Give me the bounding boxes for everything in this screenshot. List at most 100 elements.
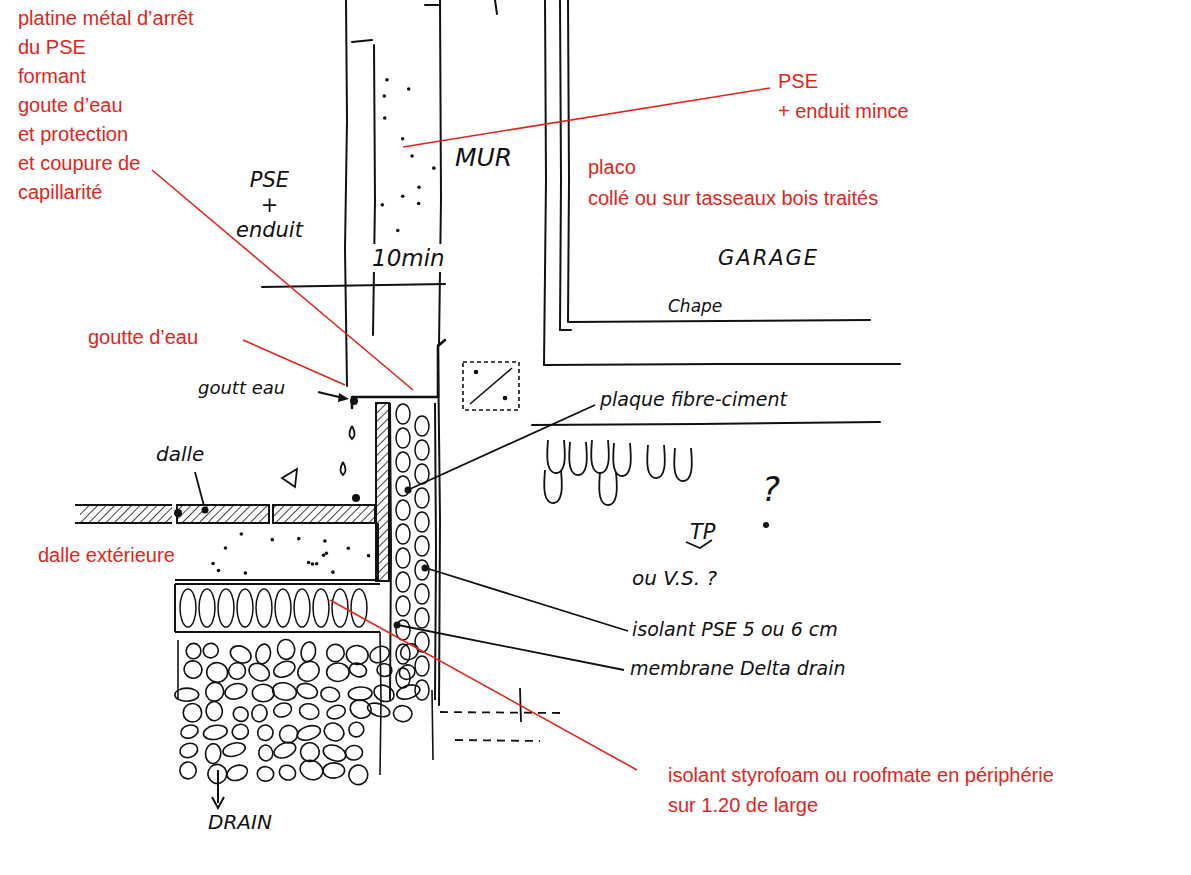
concrete-dot: [297, 537, 301, 541]
water-drops: [282, 426, 355, 487]
garage-subgrade: [455, 740, 540, 741]
text-line: goutt eau: [198, 377, 285, 399]
metal-plate: [350, 340, 445, 408]
soil-mark: [547, 440, 565, 473]
concrete-dot: [331, 570, 335, 574]
question-mark: ?: [762, 470, 780, 508]
exterior-slab: [211, 78, 435, 575]
gravel-stone: [183, 703, 202, 722]
red-leaders: [152, 170, 413, 390]
concrete-dot: [410, 154, 414, 158]
foam-cell: [256, 589, 272, 627]
foam-cell: [351, 589, 367, 627]
gravel-stone: [297, 757, 325, 783]
foam-cell: [415, 416, 429, 436]
text-line: MUR: [455, 143, 512, 173]
foam-cell: [396, 572, 410, 592]
soil-mark: [674, 448, 692, 481]
water-drops: [350, 426, 355, 439]
gravel-stone: [202, 723, 228, 741]
text-line: 10min: [372, 244, 445, 272]
gravel-stone: [254, 643, 272, 666]
gravel-stone: [246, 660, 272, 684]
foam-cell: [415, 608, 429, 628]
foam-cell: [415, 536, 429, 556]
foam-cell: [237, 589, 253, 627]
membrane-label: membrane Delta drain: [630, 657, 846, 680]
drain-label: DRAIN: [208, 810, 272, 834]
screed-label: Chape: [668, 296, 722, 317]
gravel-stone: [295, 723, 322, 743]
drip-hand-label: goutt eau: [198, 377, 285, 399]
concrete-dot: [346, 546, 350, 550]
concrete-dot: [385, 78, 389, 82]
gravel-stone: [231, 704, 251, 724]
hatched-block: [470, 368, 512, 404]
concrete-dot: [396, 229, 400, 233]
gravel-stone: [272, 739, 298, 761]
fill-option-label: TP: [690, 520, 716, 545]
black-leaders: [398, 625, 624, 670]
concrete-dot: [307, 561, 311, 565]
gravel-stone: [393, 705, 413, 723]
text-line: membrane Delta drain: [630, 657, 846, 680]
text-line: PSE: [236, 168, 303, 193]
text-line: goutte d’eau: [88, 325, 198, 349]
gravel-stone: [223, 681, 248, 701]
drip-note: goutte d’eau: [88, 325, 198, 349]
concrete-dot: [383, 116, 387, 120]
concrete-dot: [383, 94, 387, 98]
text-line: TP: [690, 520, 716, 545]
gravel-stone: [325, 703, 347, 721]
gravel-stone: [272, 701, 293, 719]
styrofoam-band: [180, 589, 367, 627]
gravel-stone: [178, 741, 199, 760]
black-leaders: [195, 392, 628, 670]
foam-cell: [396, 404, 410, 424]
foam-cell: [415, 488, 429, 508]
soil-mark: [647, 445, 665, 478]
text-line: et coupure de: [18, 149, 194, 178]
text-line: goute d’eau: [18, 91, 194, 120]
gravel-stone: [271, 681, 298, 703]
foam-cell: [275, 589, 291, 627]
wall-lines: [425, 4, 440, 6]
gravel-stone: [323, 763, 345, 779]
plasterboard-note: placo collé ou sur tasseaux bois traités: [588, 152, 878, 214]
gravel-stone: [345, 745, 364, 761]
concrete-dot: [322, 553, 326, 557]
foam-cell: [199, 589, 215, 627]
exterior-slab: [377, 523, 379, 580]
text-line: + enduit mince: [778, 96, 909, 126]
pse-hand-label: PSE + enduit: [236, 168, 303, 243]
gravel-stone: [271, 658, 297, 680]
concrete-dot: [432, 166, 436, 170]
wall-lines: [438, 345, 440, 705]
gravel-stone: [182, 659, 204, 681]
hatched-block: [475, 371, 478, 374]
foam-cell: [396, 500, 410, 520]
gravel-stone: [348, 661, 369, 679]
gravel-stone: [203, 680, 226, 703]
gravel-stone: [348, 697, 373, 720]
soil-mark: [544, 470, 562, 503]
wall-lines: [560, 329, 571, 331]
foam-cell: [396, 548, 410, 568]
gravel-stone: [367, 643, 392, 666]
gravel-stone: [226, 660, 248, 682]
gravel-stone: [321, 742, 348, 764]
wall-lines: [532, 422, 880, 425]
black-leaders: [195, 472, 204, 506]
styrofoam-note: isolant styrofoam ou roofmate en périphé…: [668, 760, 1054, 820]
gravel-stone: [294, 658, 323, 685]
gravel-bed: [175, 632, 433, 787]
concrete-dot: [270, 538, 274, 542]
wall-lines: [568, 0, 569, 322]
drain-arrow: [212, 770, 224, 808]
water-drops: [282, 469, 297, 487]
gravel-stone: [250, 703, 268, 723]
exterior-slab: [175, 579, 378, 581]
styrofoam-band: [175, 584, 380, 632]
